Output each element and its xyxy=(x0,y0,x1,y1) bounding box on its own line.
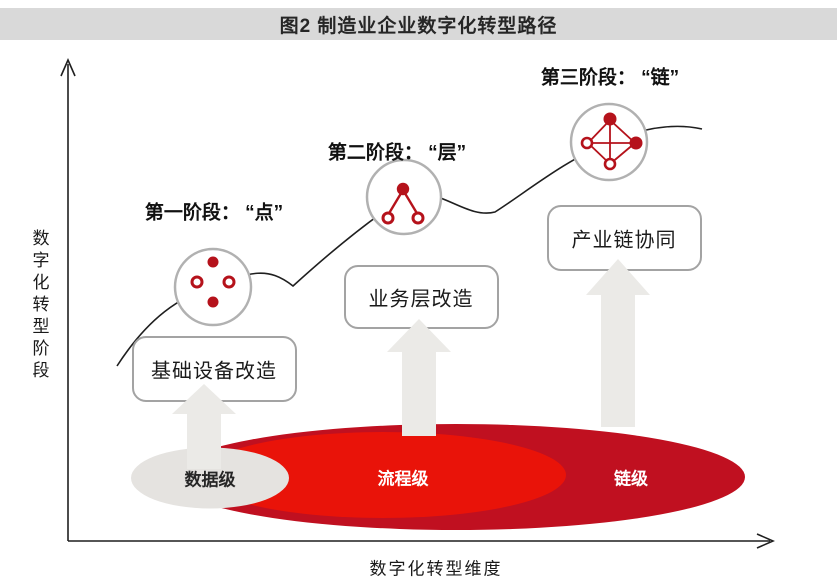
stage2-circle xyxy=(365,158,443,236)
stage3-label: 第三阶段： “链” xyxy=(540,67,680,89)
stage2-box-label: 业务层改造 xyxy=(368,288,474,311)
stage2-up-arrow-icon xyxy=(387,319,451,436)
process-level-label: 流程级 xyxy=(377,469,429,489)
stage1-up-arrow-icon xyxy=(172,384,236,469)
stage1-label: 第一阶段： “点” xyxy=(144,202,284,224)
x-axis-label: 数字化转型维度 xyxy=(369,559,503,579)
y-axis-arrowhead-icon xyxy=(60,58,76,77)
figure-title-bar: 图2 制造业企业数字化转型路径 xyxy=(0,8,837,40)
figure-title: 图2 制造业企业数字化转型路径 xyxy=(279,15,558,37)
stage2-label: 第二阶段： “层” xyxy=(327,142,467,164)
chain-network-icon xyxy=(580,112,643,171)
data-level-ellipse xyxy=(131,447,289,509)
stage3-up-arrow-icon xyxy=(586,259,650,427)
layer-tree-icon xyxy=(381,182,425,225)
stage1-box-label: 基础设备改造 xyxy=(151,360,277,383)
chain-level-label: 链级 xyxy=(614,469,648,489)
stage3-box-label: 产业链协同 xyxy=(571,229,677,252)
x-axis-arrowhead-icon xyxy=(756,533,775,549)
data-level-label: 数据级 xyxy=(184,470,236,490)
point-nodes-icon xyxy=(190,256,236,308)
axes xyxy=(60,58,775,549)
y-axis-label: 数字化转型阶段 xyxy=(29,229,49,383)
process-level-ellipse xyxy=(200,432,566,518)
stage1-circle xyxy=(173,247,253,327)
stage3-circle xyxy=(569,102,649,182)
